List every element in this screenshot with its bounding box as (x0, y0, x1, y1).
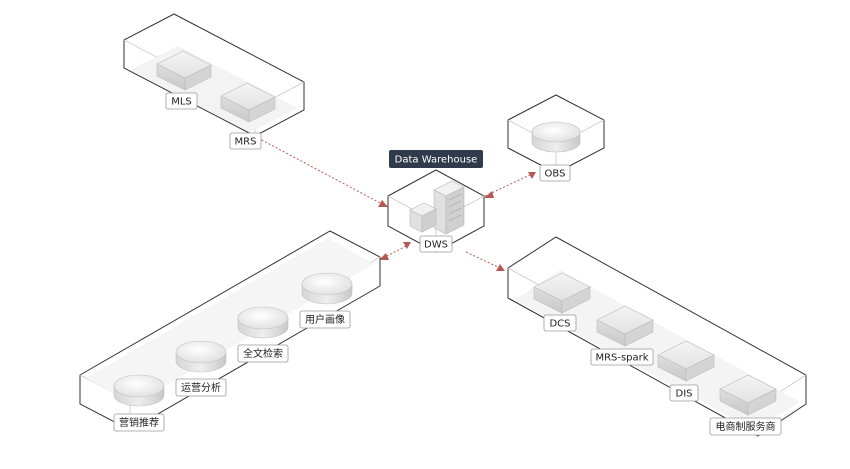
svg-text:MRS: MRS (235, 137, 257, 148)
mrs-label: MRS (229, 132, 262, 150)
arrow-head-icon (378, 200, 388, 207)
arrow-head-icon (403, 242, 411, 249)
dcs-server-icon (533, 272, 591, 314)
svg-text:DCS: DCS (549, 319, 570, 330)
dws-to-stream-connector (465, 251, 501, 269)
svg-text:营销推荐: 营销推荐 (119, 416, 159, 429)
dws-title-badge: Data Warehouse (389, 150, 483, 168)
mls-server-icon (156, 50, 212, 91)
svg-text:DIS: DIS (676, 389, 693, 400)
mrs-spark-label: MRS-spark (590, 348, 654, 366)
fulltext-label: 全文检索 (237, 344, 289, 363)
arrow-head-icon (484, 191, 494, 198)
svg-text:DWS: DWS (424, 240, 448, 251)
arrow-head-icon (528, 172, 536, 179)
user-profile-label: 用户画像 (299, 310, 351, 329)
dis-label: DIS (669, 384, 699, 402)
obs-label: OBS (539, 164, 571, 182)
dcs-label: DCS (543, 314, 577, 332)
arrow-head-icon (496, 264, 505, 271)
mls-label: MLS (165, 92, 198, 110)
svg-text:MLS: MLS (171, 97, 192, 108)
dws-to-obs-connector (484, 173, 533, 197)
merchant-server-icon (719, 374, 777, 416)
svg-text:全文检索: 全文检索 (243, 347, 283, 360)
group-ml-compute (123, 13, 305, 137)
svg-text:MRS-spark: MRS-spark (595, 353, 648, 364)
merchant-label: 电商制服务商 (709, 417, 782, 436)
mrs-spark-server-icon (596, 305, 654, 347)
svg-text:OBS: OBS (545, 169, 566, 180)
svg-text:用户画像: 用户画像 (305, 313, 345, 326)
dws-label: DWS (419, 235, 453, 253)
fulltext-db-icon (237, 306, 289, 339)
obs-storage-icon (531, 121, 581, 153)
mrs-server-icon (220, 82, 276, 123)
mrs-to-dws-connector (257, 137, 383, 205)
marketing-db-icon (113, 374, 165, 407)
connectors (257, 137, 536, 271)
user-profile-db-icon (301, 272, 353, 305)
arrow-head-icon (379, 253, 389, 260)
ops-analysis-label: 运营分析 (175, 378, 227, 397)
svg-text:电商制服务商: 电商制服务商 (716, 420, 776, 433)
dis-server-icon (657, 340, 715, 382)
svg-text:Data Warehouse: Data Warehouse (395, 155, 478, 166)
svg-text:运营分析: 运营分析 (181, 381, 221, 394)
marketing-label: 营销推荐 (113, 413, 165, 432)
ops-analysis-db-icon (175, 340, 227, 373)
dws-server-rack-icon (409, 180, 465, 235)
